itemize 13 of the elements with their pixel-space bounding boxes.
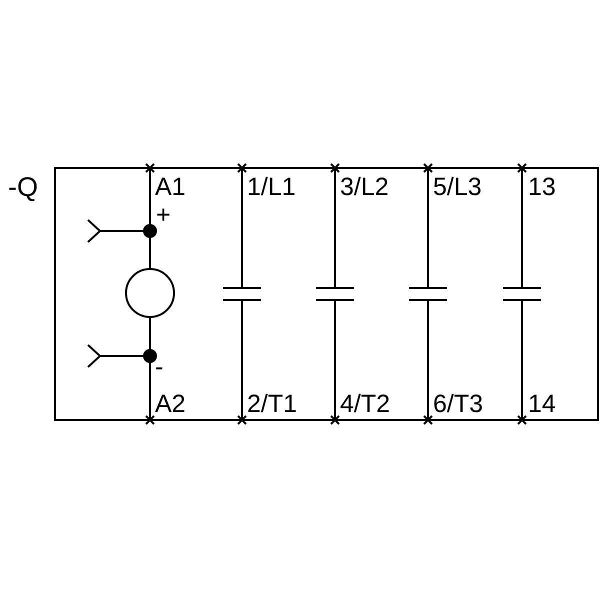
- polarity-sign: -: [155, 355, 164, 380]
- terminal-label: 1/L1: [247, 175, 296, 200]
- terminal-label: 13: [528, 175, 556, 200]
- terminal-label: 14: [528, 392, 556, 417]
- polarity-sign: +: [156, 203, 171, 228]
- device-tag: -Q: [8, 175, 38, 200]
- terminal-label: 3/L2: [340, 175, 389, 200]
- terminal-label: 5/L3: [433, 175, 482, 200]
- terminal-label: A1: [155, 175, 186, 200]
- terminal-label: 6/T3: [433, 392, 484, 417]
- terminal-label: A2: [155, 392, 186, 417]
- terminal-label: 4/T2: [340, 392, 390, 417]
- terminal-label: 2/T1: [247, 392, 298, 417]
